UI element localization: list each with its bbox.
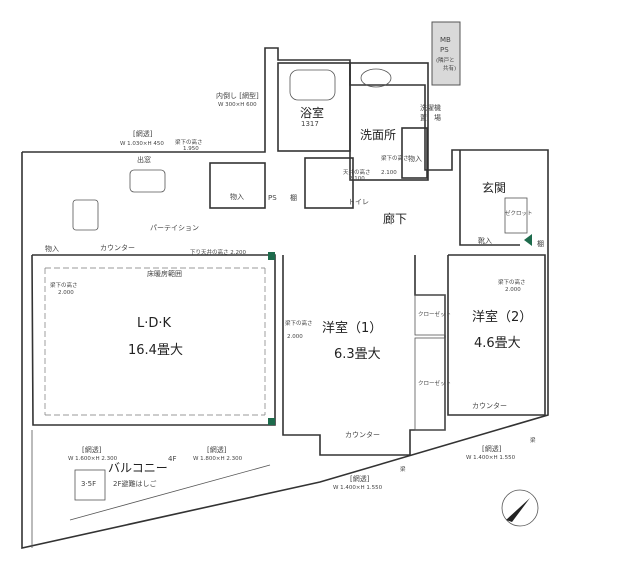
walls [21,21,549,549]
mbps-label: MB [440,36,451,44]
ceiling-height: 天井の高さ [343,168,371,176]
balcony-label: バルコニー [108,461,168,475]
storage-wash-label: 物入 [408,154,422,163]
entrance-label: 玄関 [482,180,506,195]
hallway-label: 廊下 [383,211,407,226]
lowered-ceiling-label: 下り天井の高さ 2.200 [190,248,246,256]
w2-window-size: W 1.400×H 1.550 [466,455,516,461]
storage-ldk-label: 物入 [45,244,59,253]
western1-size: 6.3畳大 [334,347,381,362]
bay-window-type: [網透] [133,129,153,138]
beam-height-1: 梁下の高さ [175,138,203,146]
w1-window-type: [網透] [350,474,370,483]
mbps-area [431,21,461,86]
western1-label: 洋室（1） [322,320,382,336]
beam-height-1-value: 1.950 [183,146,199,152]
escape-ladder-label: 2F避難はしご [113,479,156,488]
toilet-label: トイレ [348,198,369,206]
laundry-label: 洗濯機 [420,103,441,112]
beam-height-5: 梁下の高さ [381,154,409,162]
w2-window-type: [網透] [482,444,502,453]
mbps-label-3: (隣戸と [436,56,455,64]
bath-window-type: 内倒し [網型] [216,91,259,100]
mbps-label-2: PS [440,46,449,54]
partition-label: パーテイション [150,224,199,232]
beam-label-1: 梁 [400,465,406,473]
ldk-left-window-type: [網透] [82,445,102,454]
closet-1-label: クローゼット [418,310,451,318]
laundry-label-2: 置 場 [420,113,441,122]
ldk-left-window-size: W 1.600×H 2.300 [68,456,118,462]
bath-size: 1317 [301,120,319,128]
bath-label: 浴室 [300,105,324,120]
ps-label: PS [268,194,277,202]
bay-window-size: W 1.030×H 450 [120,141,164,147]
ldk-size: 16.4畳大 [128,343,183,358]
western2-size: 4.6畳大 [474,336,521,351]
western2-label: 洋室（2） [472,309,532,325]
north-arrow-icon [506,498,530,522]
shelf-entrance-label: 棚 [537,239,544,248]
ldk-right-window-size: W 1.800×H 2.300 [193,456,243,462]
floor-3-5-label: 3·5F [81,480,96,488]
shoe-storage-label: 靴入 [478,236,492,245]
closet-2-label: クローゼット [418,379,451,387]
ceiling-height-value: 2.100 [349,176,365,182]
counter-ldk-label: カウンター [100,243,135,252]
storage-kitchen-label: 物入 [230,192,244,201]
beam-height-2: 梁下の高さ [50,281,78,289]
beam-height-3-value: 2.000 [287,334,303,340]
beam-height-4-value: 2.000 [505,287,521,293]
ldk-right-window-type: [網透] [207,445,227,454]
floor-4-label: 4F [168,455,176,463]
counter-w2-label: カウンター [472,401,507,410]
bay-window-label: 出窓 [137,155,151,164]
bath-window-size: W 300×H 600 [218,102,257,108]
beam-height-4: 梁下の高さ [498,278,526,286]
washroom-label: 洗面所 [360,128,396,142]
ldk-label: L·D·K [137,316,172,331]
floor-heating-label: 床暖房範囲 [147,269,182,278]
mbps-label-4: 共有) [443,64,456,72]
beam-label-2: 梁 [530,436,536,444]
beam-height-5-value: 2.100 [381,170,397,176]
shelf-label: 棚 [290,193,297,202]
w1-window-size: W 1.400×H 1.550 [333,485,383,491]
counter-w1-label: カウンター [345,430,380,439]
beam-height-3: 梁下の高さ [285,319,313,327]
beam-height-2-value: 2.000 [58,290,74,296]
closet-entrance-label: ゼクロット [505,209,533,217]
